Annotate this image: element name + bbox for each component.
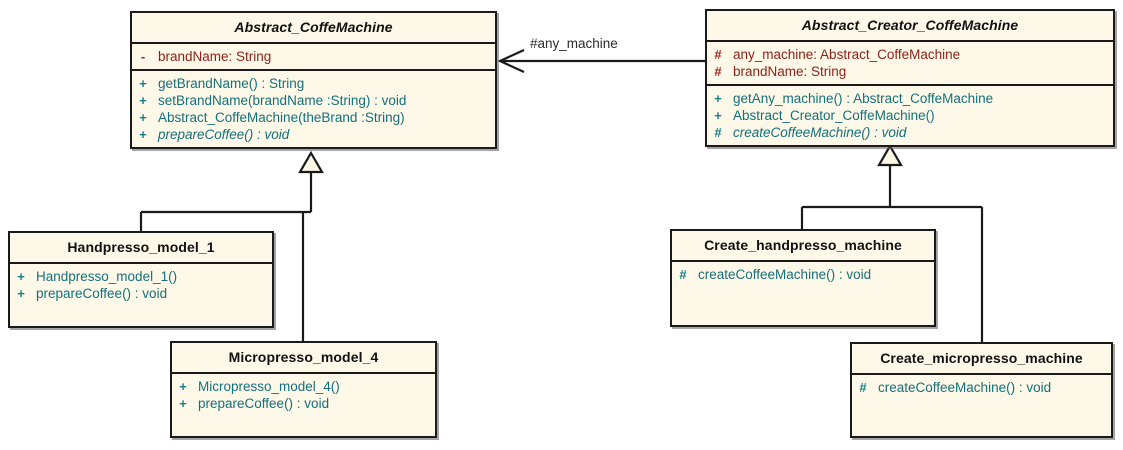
visibility-marker: + <box>714 91 722 106</box>
method-row: + getBrandName() : String <box>132 75 495 92</box>
attributes-compartment: - brandName: String <box>132 42 495 69</box>
methods-compartment: + getBrandName() : String + setBrandName… <box>132 69 495 147</box>
method-text: createCoffeeMachine() : void <box>698 267 872 282</box>
class-abstract-creator-coffemachine[interactable]: Abstract_Creator_CoffeMachine # any_mach… <box>705 9 1115 147</box>
visibility-marker: + <box>17 269 25 284</box>
method-text: Abstract_CoffeMachine(theBrand :String) <box>158 110 405 125</box>
method-row: # createCoffeeMachine() : void <box>672 266 934 283</box>
visibility-marker: + <box>139 76 147 91</box>
method-row: + setBrandName(brandName :String) : void <box>132 92 495 109</box>
visibility-marker: + <box>139 127 147 142</box>
attribute-row: # brandName: String <box>707 63 1113 80</box>
method-row: + Abstract_Creator_CoffeMachine() <box>707 107 1113 124</box>
methods-compartment: + getAny_machine() : Abstract_CoffeMachi… <box>707 84 1113 145</box>
association-label-any-machine: #any_machine <box>530 36 618 51</box>
attributes-compartment: # any_machine: Abstract_CoffeMachine # b… <box>707 40 1113 84</box>
class-name-create-handpresso-machine: Create_handpresso_machine <box>704 237 902 253</box>
method-text: createCoffeeMachine() : void <box>733 125 907 140</box>
methods-compartment: # createCoffeeMachine() : void <box>672 260 934 287</box>
method-text: prepareCoffee() : void <box>158 127 290 142</box>
visibility-marker: - <box>140 49 146 64</box>
method-row: + prepareCoffee() : void <box>10 285 272 302</box>
visibility-marker: + <box>17 286 25 301</box>
attribute-text: any_machine: Abstract_CoffeMachine <box>733 47 961 62</box>
method-text: Micropresso_model_4() <box>198 379 340 394</box>
visibility-marker: # <box>714 125 722 140</box>
visibility-marker: + <box>714 108 722 123</box>
method-text: Abstract_Creator_CoffeMachine() <box>733 108 935 123</box>
class-handpresso-model-1[interactable]: Handpresso_model_1 + Handpresso_model_1(… <box>8 231 274 328</box>
methods-compartment: # createCoffeeMachine() : void <box>852 373 1111 400</box>
class-micropresso-model-4[interactable]: Micropresso_model_4 + Micropresso_model_… <box>170 341 437 438</box>
method-text: Handpresso_model_1() <box>36 269 178 284</box>
visibility-marker: + <box>139 110 147 125</box>
method-row: + prepareCoffee() : void <box>172 395 435 412</box>
attribute-row: # any_machine: Abstract_CoffeMachine <box>707 46 1113 63</box>
visibility-marker: # <box>859 380 867 395</box>
class-abstract-coffemachine[interactable]: Abstract_CoffeMachine - brandName: Strin… <box>130 11 497 149</box>
method-row-abstract: # createCoffeeMachine() : void <box>707 124 1113 141</box>
method-text: getBrandName() : String <box>158 76 305 91</box>
class-name-create-micropresso-machine: Create_micropresso_machine <box>880 350 1083 366</box>
method-text: prepareCoffee() : void <box>198 396 330 411</box>
method-text: setBrandName(brandName :String) : void <box>158 93 407 108</box>
method-row: + Abstract_CoffeMachine(theBrand :String… <box>132 109 495 126</box>
method-row: + Handpresso_model_1() <box>10 268 272 285</box>
visibility-marker: # <box>714 47 722 62</box>
class-name-abstract-coffemachine: Abstract_CoffeMachine <box>234 19 393 35</box>
method-text: getAny_machine() : Abstract_CoffeMachine <box>733 91 994 106</box>
visibility-marker: # <box>679 267 687 282</box>
visibility-marker: # <box>714 64 722 79</box>
method-row: + Micropresso_model_4() <box>172 378 435 395</box>
association-any-machine <box>497 49 705 73</box>
class-create-handpresso-machine[interactable]: Create_handpresso_machine # createCoffee… <box>670 229 936 327</box>
class-name-abstract-creator-coffemachine: Abstract_Creator_CoffeMachine <box>801 17 1019 33</box>
visibility-marker: + <box>179 379 187 394</box>
attribute-text: brandName: String <box>158 49 272 64</box>
attribute-row: - brandName: String <box>132 48 495 65</box>
method-row-abstract: + prepareCoffee() : void <box>132 126 495 143</box>
methods-compartment: + Handpresso_model_1() + prepareCoffee()… <box>10 262 272 306</box>
visibility-marker: + <box>139 93 147 108</box>
attribute-text: brandName: String <box>733 64 847 79</box>
methods-compartment: + Micropresso_model_4() + prepareCoffee(… <box>172 372 435 416</box>
method-text: prepareCoffee() : void <box>36 286 168 301</box>
method-text: createCoffeeMachine() : void <box>878 380 1052 395</box>
method-row: # createCoffeeMachine() : void <box>852 379 1111 396</box>
class-name-micropresso-model-4: Micropresso_model_4 <box>228 349 379 365</box>
class-create-micropresso-machine[interactable]: Create_micropresso_machine # createCoffe… <box>850 342 1113 438</box>
class-name-handpresso-model-1: Handpresso_model_1 <box>67 239 215 255</box>
visibility-marker: + <box>179 396 187 411</box>
method-row: + getAny_machine() : Abstract_CoffeMachi… <box>707 90 1113 107</box>
